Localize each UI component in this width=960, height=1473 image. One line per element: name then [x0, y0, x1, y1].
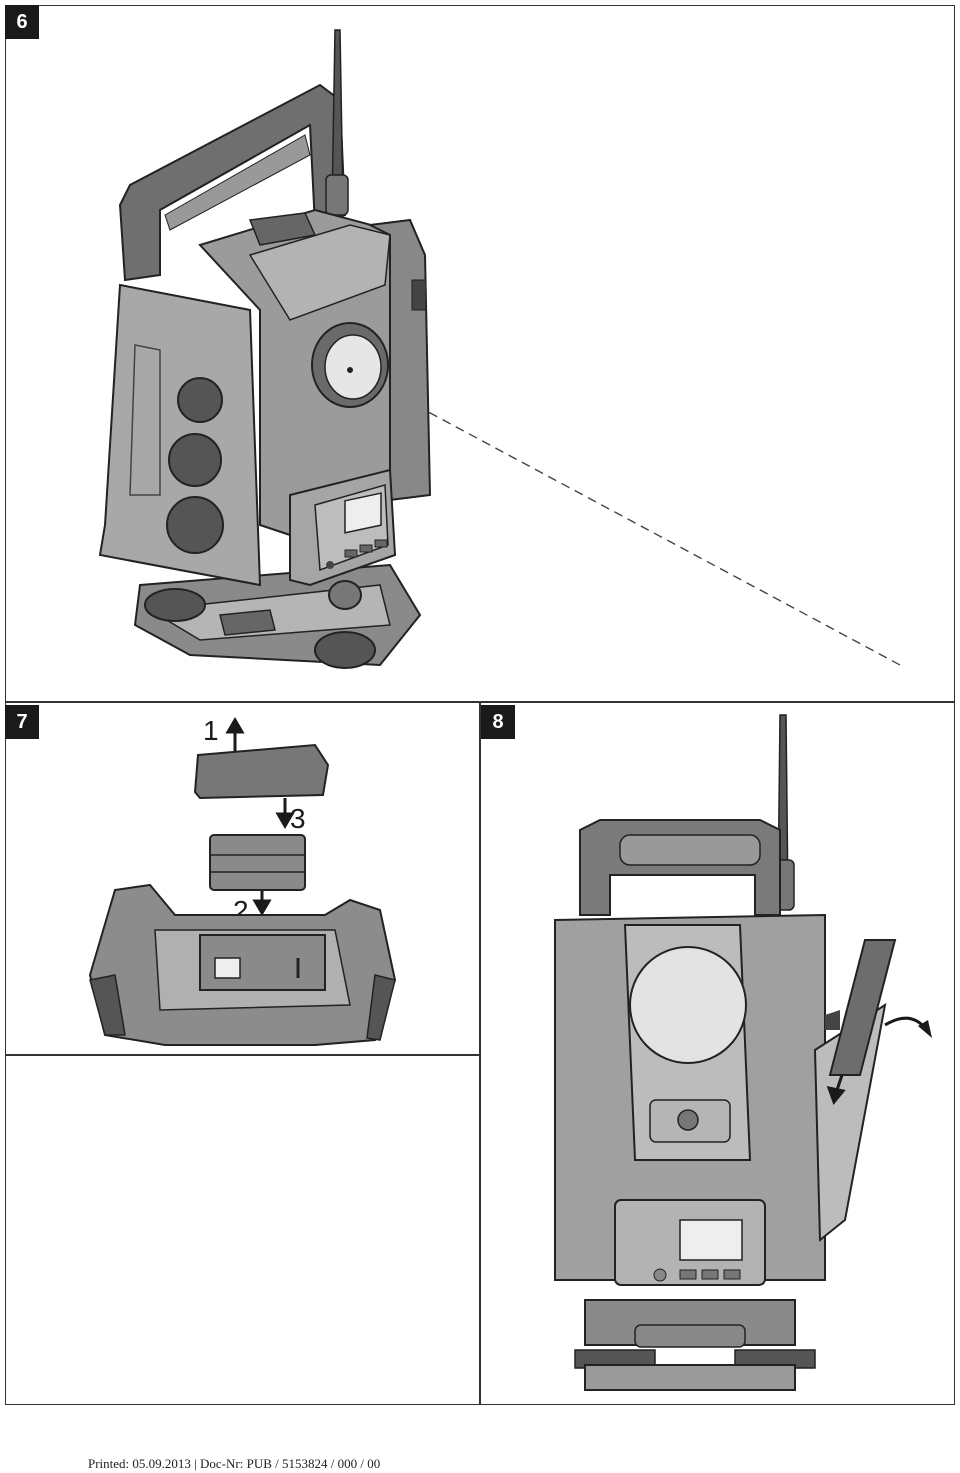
- arrow-down-icon: [826, 1074, 846, 1106]
- figure-7-battery-illustration: 1 2 3: [88, 715, 397, 1046]
- divider-vertical: [479, 701, 481, 1405]
- figure-7-number: 7: [5, 705, 39, 739]
- figure-8-instrument-illustration: [554, 714, 932, 1391]
- step-3-label: 3: [290, 803, 306, 834]
- figure-8-number: 8: [481, 705, 515, 739]
- arrow-up-icon: [225, 717, 245, 752]
- footer-print-info: Printed: 05.09.2013 | Doc-Nr: PUB / 5153…: [88, 1456, 381, 1471]
- arrow-down-icon: [275, 798, 295, 829]
- step-1-label: 1: [203, 715, 219, 746]
- divider-horizontal-bottom: [5, 1054, 479, 1056]
- line-of-sight: [349, 369, 901, 666]
- figure-6-instrument-illustration: [98, 29, 901, 669]
- figure-6-number: 6: [5, 5, 39, 39]
